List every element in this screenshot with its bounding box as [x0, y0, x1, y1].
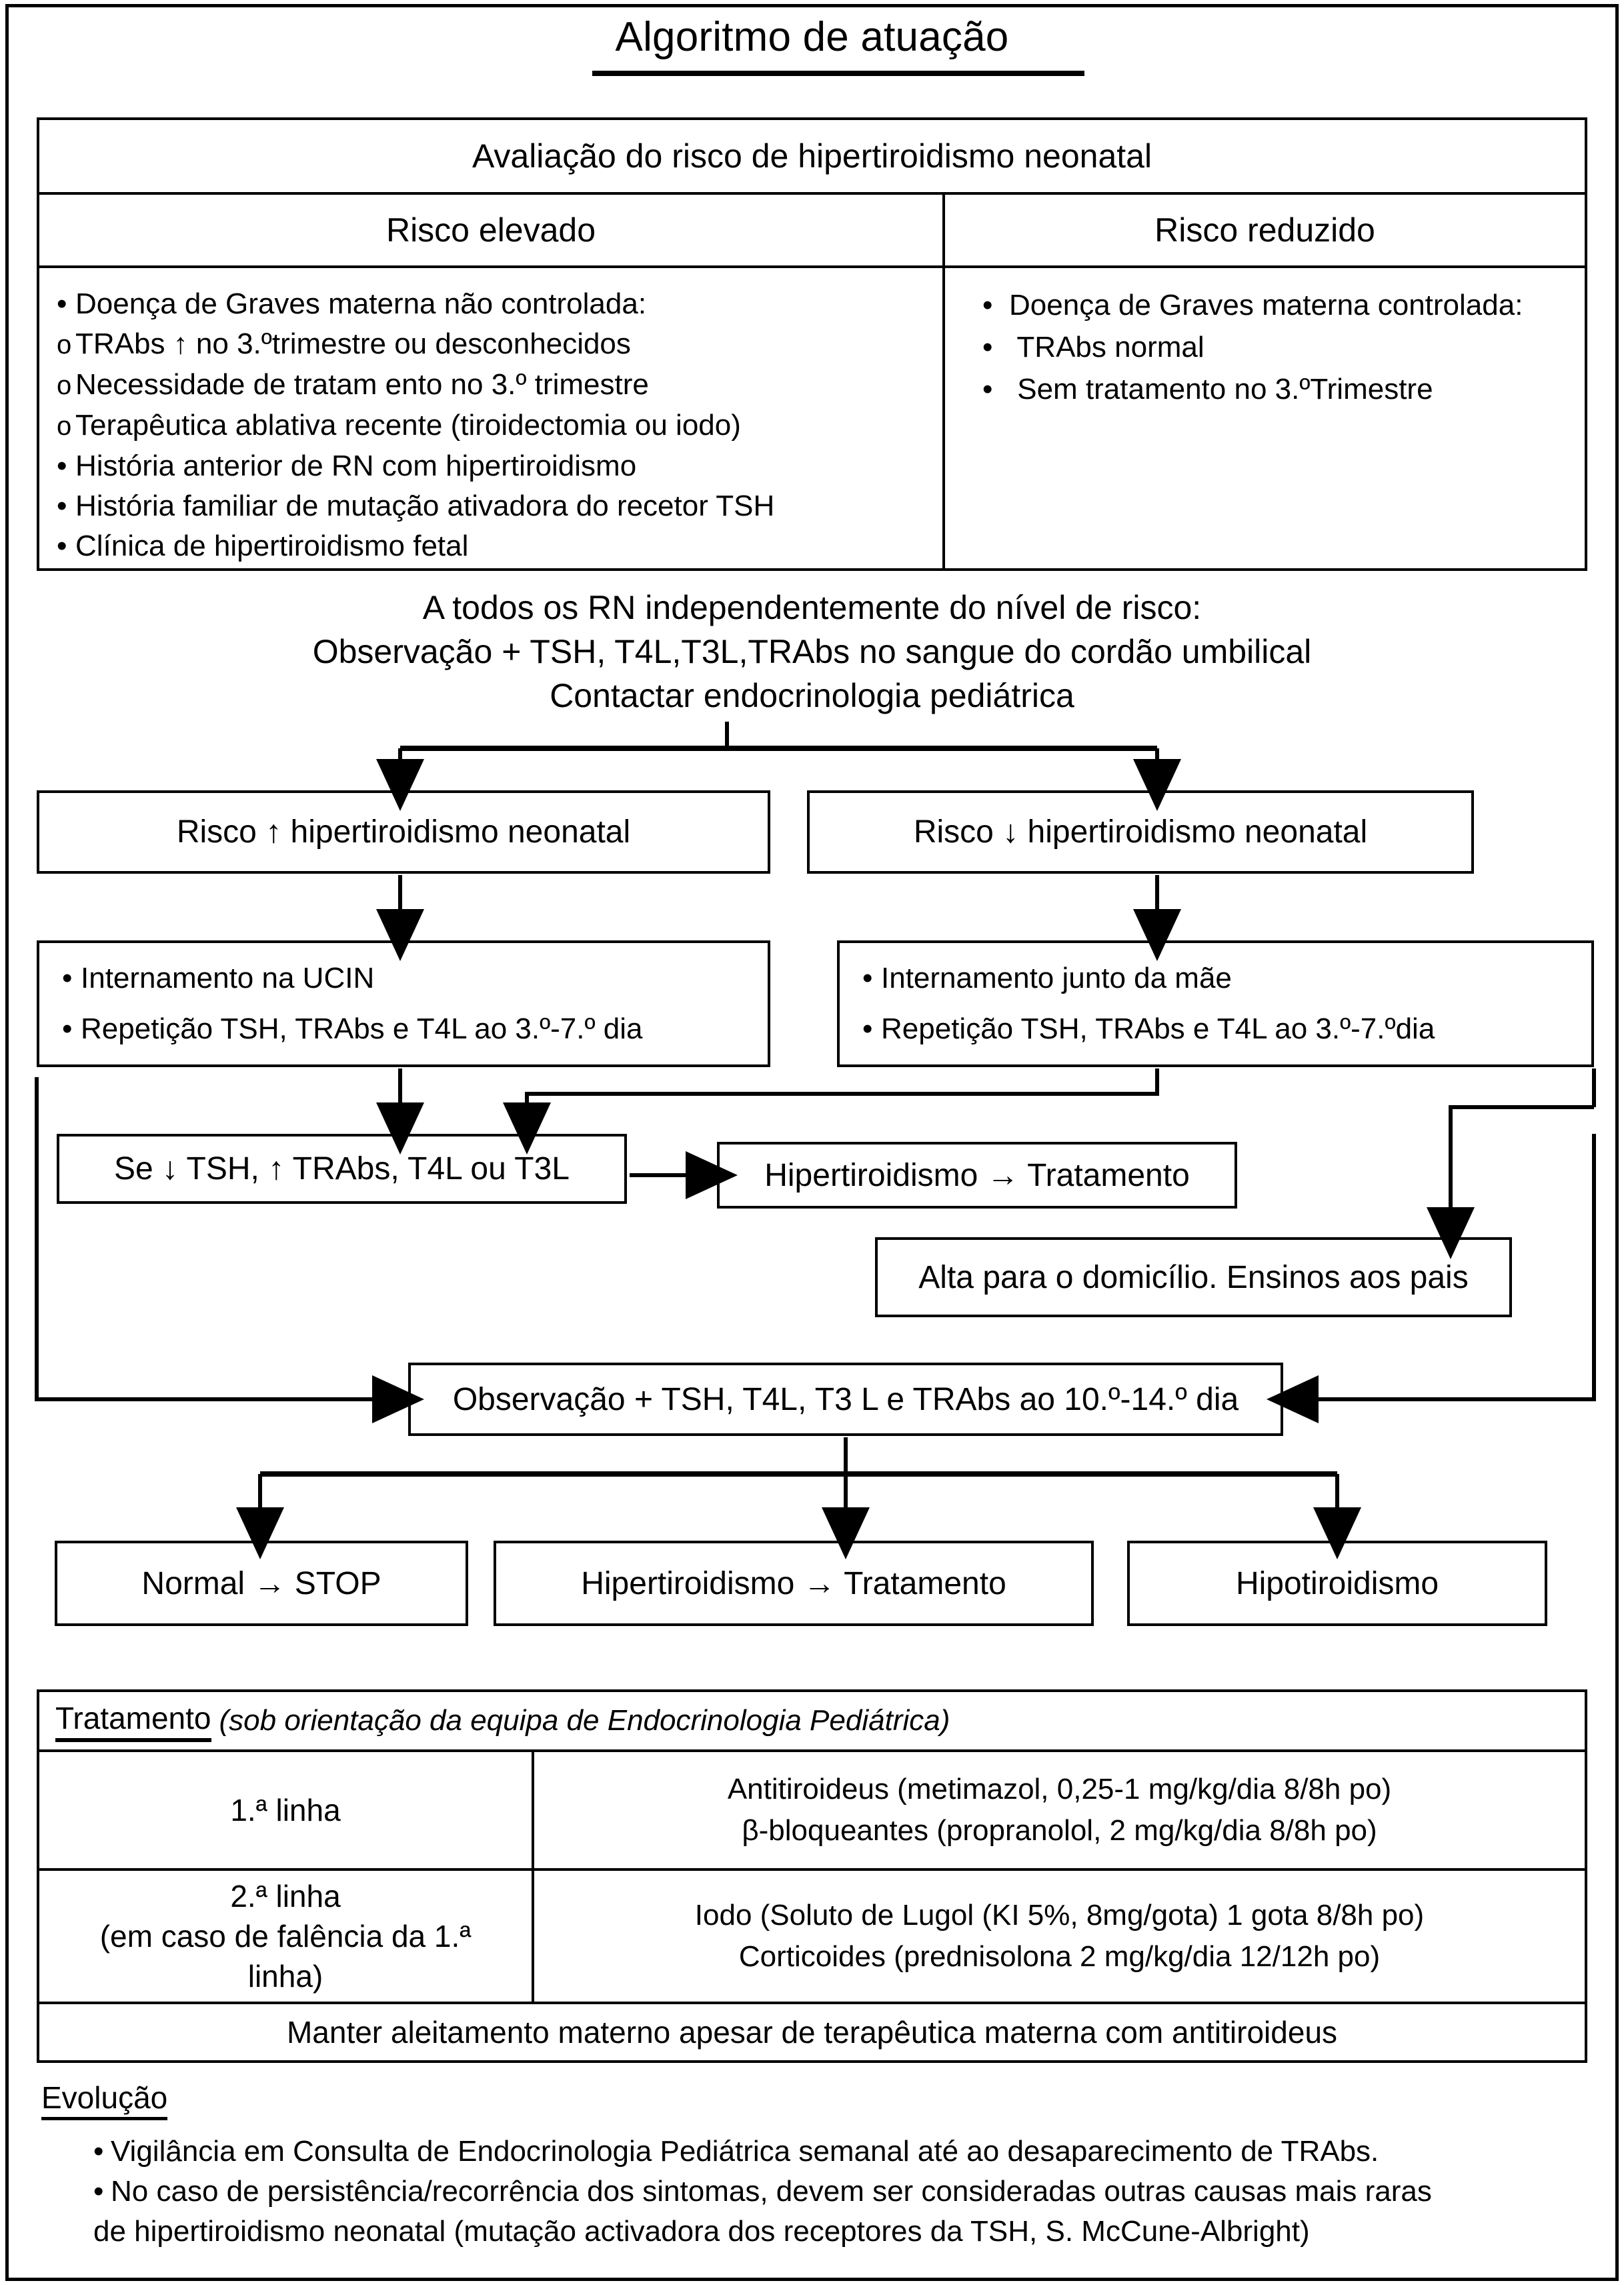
- evolution-list: •Vigilância em Consulta de Endocrinologi…: [93, 2132, 1587, 2252]
- box-outcome-normal: Normal → STOP: [55, 1541, 468, 1626]
- treatment-title: Tratamento: [55, 1700, 211, 1742]
- first-line-label: 1.ª linha: [39, 1752, 534, 1868]
- list-item: •Vigilância em Consulta de Endocrinologi…: [93, 2132, 1587, 2172]
- col-header-low-risk: Risco reduzido: [1154, 211, 1375, 249]
- bullet-icon: o: [57, 371, 72, 400]
- list-item: •Internamento na UCIN: [62, 953, 768, 1004]
- list-item: •Doença de Graves materna controlada:: [982, 284, 1585, 326]
- bullet-icon: •: [862, 962, 873, 994]
- bullet-icon: o: [57, 330, 72, 359]
- treatment-table-header: Tratamento (sob orientação da equipa de …: [39, 1692, 1585, 1752]
- evolution-title: Evolução: [41, 2080, 168, 2120]
- bullet-icon: •: [93, 2175, 104, 2208]
- treatment-table: Tratamento (sob orientação da equipa de …: [37, 1689, 1587, 2063]
- risk-table-header: Avaliação do risco de hipertiroidismo ne…: [39, 120, 1585, 195]
- bullet-icon: •: [982, 331, 993, 363]
- box-risk-high: Risco ↑ hipertiroidismo neonatal: [37, 790, 770, 874]
- table-row: 1.ª linha Antitiroideus (metimazol, 0,25…: [39, 1752, 1585, 1871]
- list-item: • TRAbs normal: [982, 326, 1585, 368]
- risk-assessment-table: Avaliação do risco de hipertiroidismo ne…: [37, 117, 1587, 571]
- title-underline: [592, 71, 1084, 76]
- drug-line: Antitiroideus (metimazol, 0,25-1 mg/kg/d…: [727, 1773, 1392, 1805]
- second-line-label: 2.ª linha (em caso de falência da 1.ª li…: [39, 1871, 534, 2002]
- bullet-icon: •: [982, 289, 993, 321]
- drug-line: Corticoides (prednisolona 2 mg/kg/dia 12…: [738, 1940, 1381, 1973]
- risk-table-body: •Doença de Graves materna não controlada…: [39, 268, 1585, 568]
- all-newborns-line-1: A todos os RN independentemente do nível…: [422, 589, 1202, 626]
- table-row: 2.ª linha (em caso de falência da 1.ª li…: [39, 1871, 1585, 2004]
- box-treatment: Hipertiroidismo → Tratamento: [717, 1142, 1237, 1209]
- list-item: •Repetição TSH, TRAbs e T4L ao 3.º-7.º d…: [62, 1004, 768, 1054]
- list-item: •Doença de Graves materna não controlada…: [57, 284, 942, 324]
- box-high-risk-actions: •Internamento na UCIN •Repetição TSH, TR…: [37, 940, 770, 1067]
- drug-line: Iodo (Soluto de Lugol (KI 5%, 8mg/gota) …: [694, 1899, 1425, 1932]
- bullet-icon: •: [57, 450, 67, 482]
- risk-table-column-headers: Risco elevado Risco reduzido: [39, 195, 1585, 268]
- list-item: •Clínica de hipertiroidismo fetal: [57, 526, 942, 566]
- drug-line: β-bloqueantes (propranolol, 2 mg/kg/dia …: [742, 1814, 1377, 1847]
- second-line-label-main: 2.ª linha: [230, 1879, 341, 1914]
- all-newborns-line-2: Observação + TSH, T4L,T3L,TRAbs no sangu…: [312, 633, 1312, 670]
- box-discharge: Alta para o domicílio. Ensinos aos pais: [875, 1237, 1512, 1317]
- bullet-icon: •: [62, 1012, 73, 1045]
- treatment-title-note: (sob orientação da equipa de Endocrinolo…: [219, 1704, 950, 1737]
- first-line-drugs: Antitiroideus (metimazol, 0,25-1 mg/kg/d…: [534, 1752, 1585, 1868]
- list-item: •Repetição TSH, TRAbs e T4L ao 3.º-7.ºdi…: [862, 1004, 1591, 1054]
- bullet-icon: •: [93, 2135, 104, 2168]
- list-item-continuation: de hipertiroidismo neonatal (mutação act…: [93, 2215, 1310, 2248]
- box-low-risk-actions: •Internamento junto da mãe •Repetição TS…: [837, 940, 1594, 1067]
- all-newborns-note: A todos os RN independentemente do nível…: [0, 586, 1624, 718]
- page-title: Algoritmo de atuação: [615, 14, 1009, 60]
- second-line-drugs: Iodo (Soluto de Lugol (KI 5%, 8mg/gota) …: [534, 1871, 1585, 2002]
- box-outcome-hypo: Hipotiroidismo: [1127, 1541, 1547, 1626]
- list-item: •História familiar de mutação ativadora …: [57, 486, 942, 526]
- box-condition: Se ↓ TSH, ↑ TRAbs, T4L ou T3L: [57, 1134, 627, 1204]
- low-risk-list: •Doença de Graves materna controlada: • …: [945, 268, 1585, 568]
- breastfeeding-note: Manter aleitamento materno apesar de ter…: [286, 2015, 1338, 2050]
- list-item: •No caso de persistência/recorrência dos…: [93, 2172, 1587, 2212]
- all-newborns-line-3: Contactar endocrinologia pediátrica: [550, 677, 1074, 714]
- high-risk-list: •Doença de Graves materna não controlada…: [39, 268, 945, 568]
- bullet-icon: •: [57, 287, 67, 320]
- col-header-high-risk: Risco elevado: [39, 195, 945, 265]
- box-outcome-hyper: Hipertiroidismo → Tratamento: [494, 1541, 1094, 1626]
- bullet-icon: •: [862, 1012, 873, 1045]
- bullet-icon: •: [57, 490, 67, 522]
- second-line-label-note-2: linha): [247, 1959, 323, 1994]
- bullet-icon: •: [982, 373, 993, 406]
- box-observation: Observação + TSH, T4L, T3 L e TRAbs ao 1…: [408, 1363, 1283, 1436]
- list-item: • Sem tratamento no 3.ºTrimestre: [982, 368, 1585, 410]
- bullet-icon: •: [57, 530, 67, 562]
- list-item: •Internamento junto da mãe: [862, 953, 1591, 1004]
- second-line-label-note-1: (em caso de falência da 1.ª: [99, 1919, 472, 1954]
- list-item: •História anterior de RN com hipertiroid…: [57, 446, 942, 486]
- box-risk-low: Risco ↓ hipertiroidismo neonatal: [807, 790, 1474, 874]
- bullet-icon: •: [62, 962, 73, 994]
- page-border: [5, 4, 1619, 2281]
- bullet-icon: o: [57, 412, 72, 441]
